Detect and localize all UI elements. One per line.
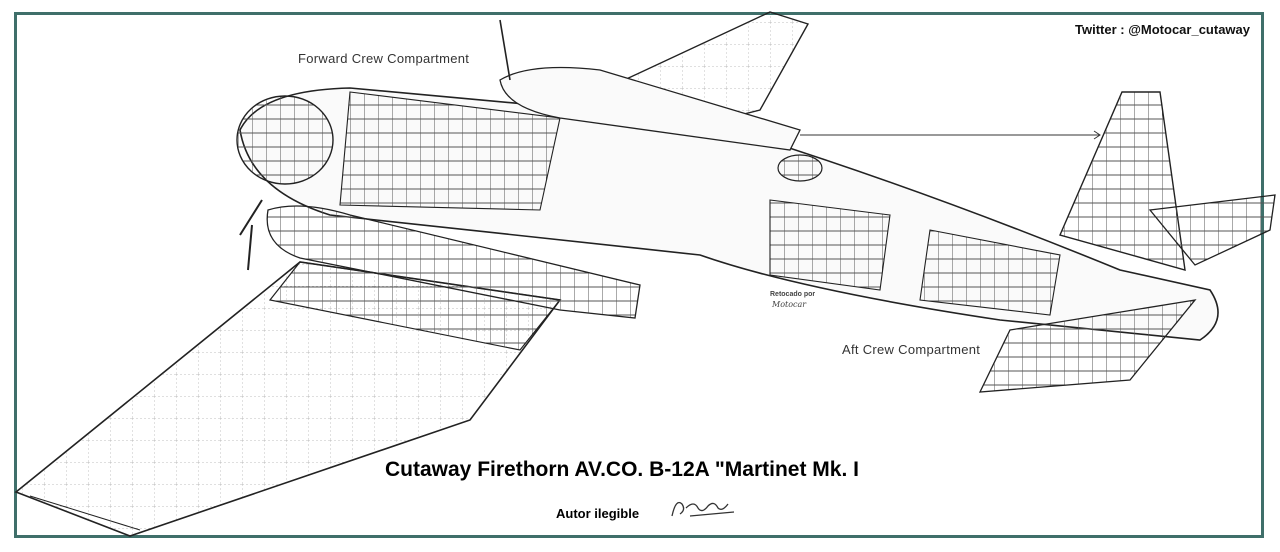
nose-section [236, 95, 334, 185]
aft-crew-compartment-label: Aft Crew Compartment [842, 342, 981, 357]
author-signature [671, 501, 735, 517]
author-credit: Autor ilegible [556, 506, 640, 521]
retouched-signature: Motocar [772, 300, 807, 309]
retouched-by-label: Retocado por [770, 291, 816, 298]
twitter-handle: Twitter : @Motocar_cutaway [1075, 22, 1250, 37]
fuselage [239, 87, 1219, 341]
picture-frame [14, 12, 1264, 538]
forward-crew-compartment-label: Forward Crew Compartment [298, 51, 470, 66]
horizontal-stabilizer [978, 194, 1276, 393]
port-wing [14, 261, 562, 537]
port-engine [239, 199, 641, 319]
vertical-stabilizer [1059, 91, 1186, 271]
starboard-engine [499, 19, 801, 151]
drawing-title: Cutaway Firethorn AV.CO. B-12A "Martinet… [385, 458, 859, 481]
